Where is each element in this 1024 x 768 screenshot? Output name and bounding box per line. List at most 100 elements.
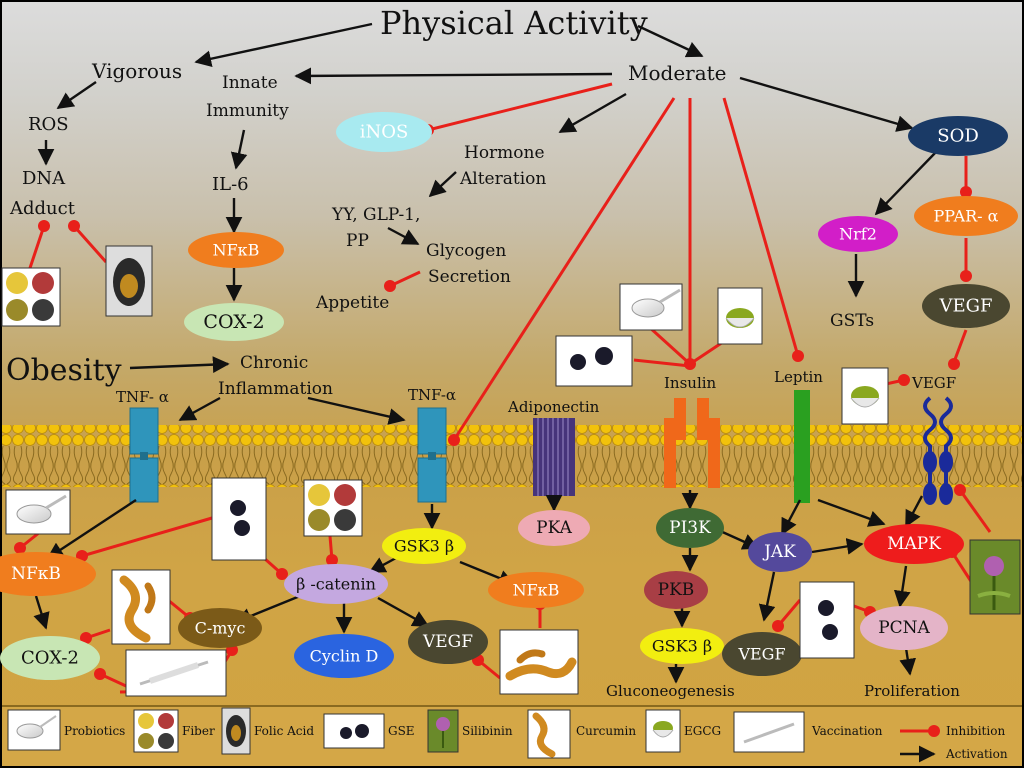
legend-folic-acid: Folic Acid bbox=[221, 707, 314, 755]
tnf-receptor-left bbox=[129, 407, 159, 503]
label-ros: ROS bbox=[28, 114, 69, 135]
probiotics-image-right bbox=[619, 283, 683, 331]
svg-text:Curcumin: Curcumin bbox=[576, 724, 636, 738]
label-insulin: Insulin bbox=[664, 374, 717, 392]
node-nfkb-left: NFκB bbox=[0, 552, 96, 596]
svg-text:Cyclin D: Cyclin D bbox=[310, 647, 379, 666]
svg-text:COX-2: COX-2 bbox=[21, 648, 79, 669]
label-appetite: Appetite bbox=[315, 293, 389, 313]
insulin-receptor bbox=[664, 398, 720, 488]
label-vigorous: Vigorous bbox=[91, 59, 182, 83]
svg-text:Activation: Activation bbox=[945, 747, 1008, 761]
node-vegf-right: VEGF bbox=[722, 632, 802, 676]
label-tnf-left: TNF- α bbox=[116, 388, 169, 406]
tnf-receptor-mid bbox=[417, 407, 447, 503]
label-obesity: Obesity bbox=[6, 353, 122, 388]
node-sod: SOD bbox=[908, 116, 1008, 156]
label-tnf-mid: TNF-α bbox=[408, 386, 456, 404]
plain-labels: Physical Activity Vigorous Moderate Inna… bbox=[6, 4, 960, 700]
node-jak: JAK bbox=[748, 532, 812, 572]
svg-text:MAPK: MAPK bbox=[887, 534, 941, 554]
svg-text:VEGF: VEGF bbox=[422, 632, 473, 652]
node-mapk: MAPK bbox=[864, 524, 964, 564]
node-cyclin-d: Cyclin D bbox=[294, 634, 394, 678]
svg-text:Probiotics: Probiotics bbox=[64, 724, 125, 738]
label-inflammation: Inflammation bbox=[218, 379, 333, 399]
cell-membrane bbox=[2, 425, 1022, 487]
node-vegf-mid: VEGF bbox=[408, 620, 488, 664]
label-proliferation: Proliferation bbox=[864, 682, 960, 700]
node-vegf-top: VEGF bbox=[922, 284, 1010, 328]
svg-text:iNOS: iNOS bbox=[360, 122, 409, 143]
svg-text:NFκB: NFκB bbox=[213, 241, 260, 260]
node-inos: iNOS bbox=[336, 112, 432, 152]
svg-text:JAK: JAK bbox=[762, 542, 796, 562]
svg-text:PI3K: PI3K bbox=[669, 518, 711, 538]
node-cox2-left: COX-2 bbox=[0, 636, 100, 680]
label-gluconeogenesis: Gluconeogenesis bbox=[606, 682, 735, 700]
label-yy-glp: YY, GLP-1, bbox=[331, 205, 420, 225]
legend-activation: Activation bbox=[900, 745, 1008, 763]
svg-text:GSK3 β: GSK3 β bbox=[394, 537, 454, 556]
gse-image-left bbox=[211, 477, 267, 561]
legend-curcumin: Curcumin bbox=[527, 709, 636, 759]
vegf-receptor bbox=[923, 396, 953, 505]
svg-text:Folic Acid: Folic Acid bbox=[254, 724, 314, 738]
legend-gse: GSE bbox=[323, 713, 415, 749]
label-adduct: Adduct bbox=[9, 198, 76, 219]
legend-egcg: EGCG bbox=[645, 709, 721, 753]
egcg-image-vegf bbox=[841, 367, 889, 425]
svg-text:Vaccination: Vaccination bbox=[811, 724, 883, 738]
node-pcna: PCNA bbox=[860, 606, 948, 650]
label-adiponectin: Adiponectin bbox=[507, 398, 600, 416]
label-vegf-receptor: VEGF bbox=[911, 374, 956, 392]
svg-text:EGCG: EGCG bbox=[684, 724, 721, 738]
svg-text:Fiber: Fiber bbox=[182, 724, 215, 738]
vaccination-image-left bbox=[125, 649, 227, 697]
svg-text:VEGF: VEGF bbox=[938, 296, 992, 317]
diagram-title: Physical Activity bbox=[380, 4, 648, 42]
label-immunity: Immunity bbox=[206, 101, 289, 121]
svg-text:SOD: SOD bbox=[937, 126, 979, 147]
legend-probiotics: Probiotics bbox=[7, 709, 125, 751]
fiber-image-top bbox=[1, 267, 61, 327]
gse-image-right bbox=[555, 335, 633, 387]
node-ppar: PPAR- α bbox=[914, 196, 1018, 236]
egcg-image-right bbox=[717, 287, 763, 345]
gse-image-bottom-right bbox=[799, 581, 855, 659]
label-hormone: Hormone bbox=[464, 143, 545, 163]
svg-text:PPAR- α: PPAR- α bbox=[934, 207, 999, 226]
svg-text:β -catenin: β -catenin bbox=[296, 575, 376, 594]
label-innate: Innate bbox=[222, 73, 278, 93]
leptin-receptor bbox=[794, 390, 810, 503]
adiponectin-receptor bbox=[533, 418, 575, 496]
node-cox2-top: COX-2 bbox=[184, 303, 284, 341]
svg-text:Silibinin: Silibinin bbox=[462, 724, 513, 738]
label-gsts: GSTs bbox=[830, 311, 874, 331]
svg-text:GSK3 β: GSK3 β bbox=[652, 637, 712, 656]
label-il6: IL-6 bbox=[212, 174, 249, 195]
label-leptin: Leptin bbox=[774, 368, 823, 386]
node-nrf2: Nrf2 bbox=[818, 216, 898, 252]
label-glycogen: Glycogen bbox=[426, 241, 506, 261]
svg-text:Nrf2: Nrf2 bbox=[839, 225, 877, 244]
label-pp: PP bbox=[346, 231, 369, 251]
svg-text:NFκB: NFκB bbox=[513, 581, 560, 600]
node-pkb: PKB bbox=[644, 571, 708, 609]
label-chronic: Chronic bbox=[240, 353, 308, 373]
svg-text:NFκB: NFκB bbox=[11, 564, 61, 584]
legend-fiber: Fiber bbox=[133, 709, 215, 753]
svg-text:PKA: PKA bbox=[536, 518, 572, 538]
svg-text:VEGF: VEGF bbox=[737, 645, 785, 664]
node-beta-catenin: β -catenin bbox=[284, 564, 388, 604]
label-moderate: Moderate bbox=[628, 61, 727, 85]
silibinin-image bbox=[969, 539, 1021, 615]
svg-text:Inhibition: Inhibition bbox=[946, 724, 1005, 738]
probiotics-image-left bbox=[5, 489, 71, 535]
node-nfkb-mid: NFκB bbox=[488, 572, 584, 608]
node-gsk3b-right: GSK3 β bbox=[640, 628, 724, 664]
legend-silibinin: Silibinin bbox=[427, 709, 513, 753]
curcumin-image-left bbox=[111, 569, 171, 645]
